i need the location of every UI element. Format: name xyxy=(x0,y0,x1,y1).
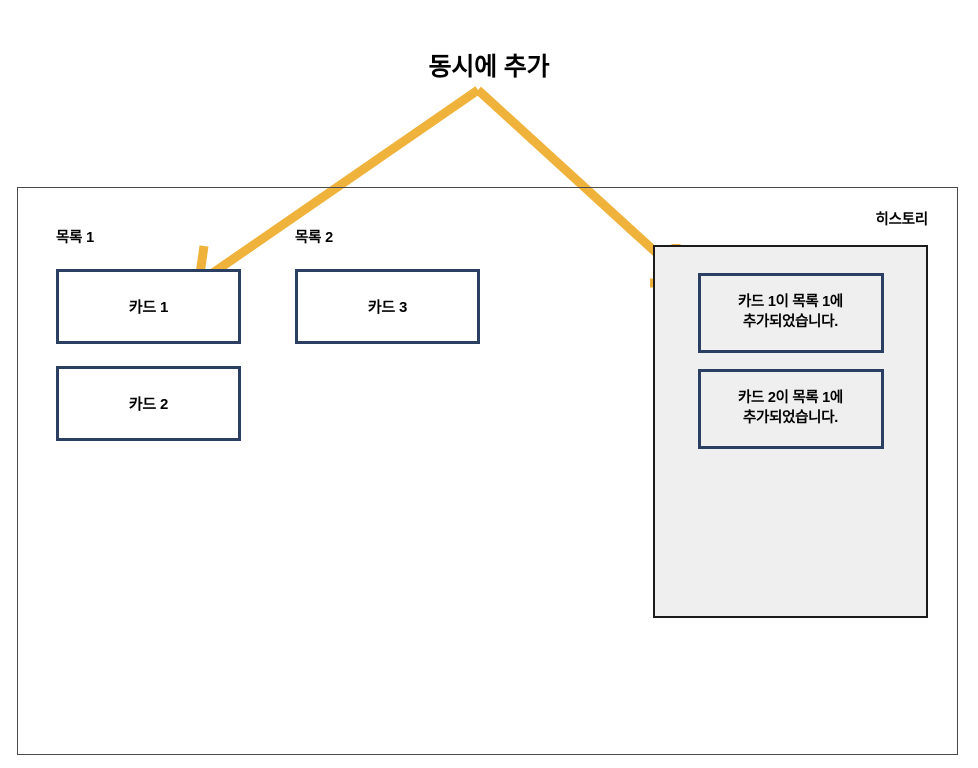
card-item[interactable]: 카드 2 xyxy=(56,366,241,441)
annotation-title: 동시에 추가 xyxy=(428,53,550,81)
history-item-line1: 카드 1이 목록 1에 xyxy=(738,294,843,311)
history-item-line2: 추가되었습니다. xyxy=(742,410,838,426)
list-title-2: 목록 2 xyxy=(295,230,333,246)
history-item: 카드 1이 목록 1에 추가되었습니다. xyxy=(697,273,884,353)
history-panel[interactable]: 카드 1이 목록 1에 추가되었습니다. 카드 2이 목록 1에 추가되었습니다… xyxy=(653,245,928,618)
history-item-line2: 추가되었습니다. xyxy=(742,314,838,330)
history-title: 히스토리 xyxy=(875,212,928,228)
card-item[interactable]: 카드 3 xyxy=(295,269,480,344)
list-column-2: 목록 2 카드 3 xyxy=(295,226,495,366)
history-item: 카드 2이 목록 1에 추가되었습니다. xyxy=(697,369,884,449)
list-title-1: 목록 1 xyxy=(56,230,94,246)
history-item-line1: 카드 2이 목록 1에 xyxy=(738,390,843,407)
list-column-1: 목록 1 카드 1 카드 2 xyxy=(56,226,256,463)
card-item[interactable]: 카드 1 xyxy=(56,269,241,344)
history-section: 히스토리 카드 1이 목록 1에 추가되었습니다. 카드 2이 목록 1에 추가… xyxy=(635,208,928,618)
board-container: 목록 1 카드 1 카드 2 목록 2 카드 3 히스토리 카드 1이 목록 1… xyxy=(17,187,958,755)
